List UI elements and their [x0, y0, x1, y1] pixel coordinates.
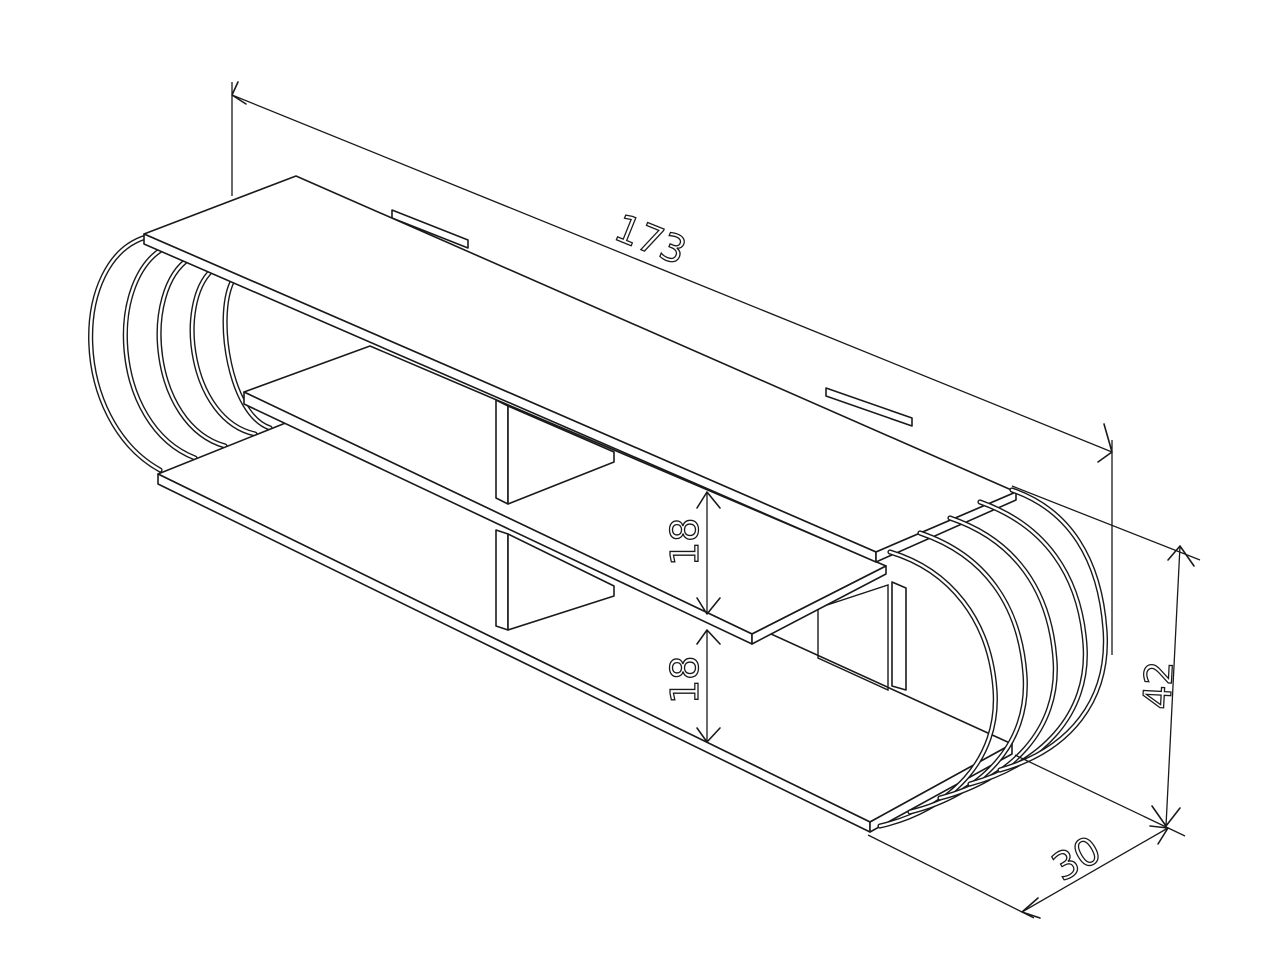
length-label: 173: [609, 206, 693, 274]
middle-shelf-board: [243, 345, 887, 645]
dimension-lower-gap: 18: [662, 629, 721, 743]
dimension-depth: 30: [867, 825, 1169, 919]
lower-gap-label: 18: [663, 656, 707, 704]
dimension-upper-gap: 18: [662, 491, 721, 615]
dimension-height: 42: [1011, 485, 1201, 837]
lower-dividers: [495, 529, 907, 692]
depth-label: 30: [1045, 828, 1109, 890]
height-label: 42: [1135, 660, 1181, 711]
right-wire-arcs: [877, 487, 1109, 829]
upper-dividers: [495, 399, 615, 505]
upper-gap-label: 18: [663, 518, 707, 566]
top-shelf-board: [143, 175, 1017, 563]
left-wire-arcs: [88, 234, 273, 473]
bottom-shelf-board: [157, 417, 1013, 833]
